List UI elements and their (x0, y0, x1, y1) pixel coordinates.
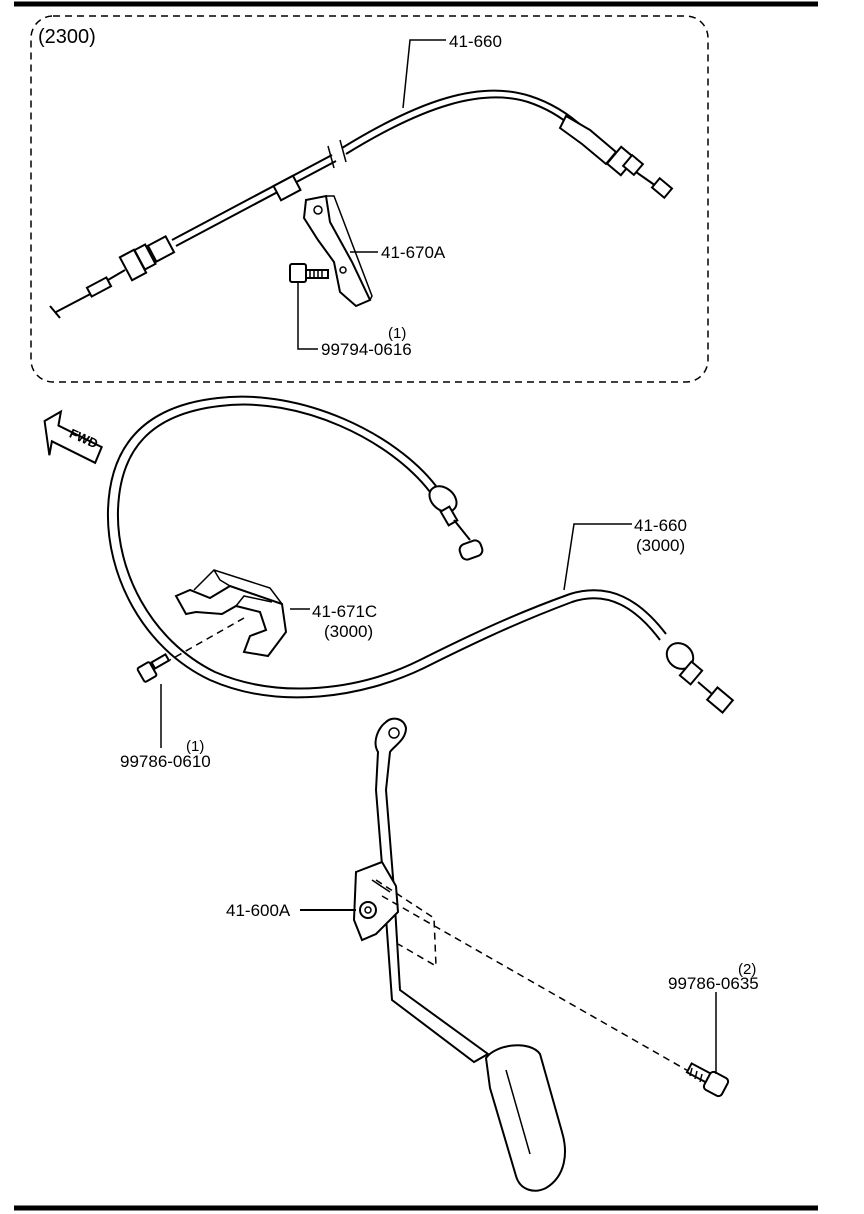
cable-3000 (106, 395, 735, 714)
label-bolt-2300-qty: (1) (388, 325, 406, 342)
label-clip-part: 41-671C (312, 602, 377, 621)
bolt-99786-0635 (685, 1062, 730, 1098)
label-bolt-pedal-part: 99786-0635 (668, 974, 759, 993)
clip-41-671C (174, 569, 288, 658)
label-cable-2300: 41-660 (449, 32, 502, 51)
cable-2300-clip (272, 174, 302, 202)
inset-variant-label: (2300) (38, 26, 96, 48)
inset-2300-group: (2300) (30, 15, 709, 383)
cable-3000-end-pin (458, 539, 484, 561)
bracket-41-670A (302, 194, 373, 308)
leader-cable-3000 (563, 523, 632, 591)
leader-cable-2300 (402, 39, 446, 109)
pedal-bolt-dashed-path (381, 895, 691, 1073)
label-bolt-pedal-qty: (2) (738, 961, 756, 978)
label-cable-3000-variant: (3000) (636, 536, 685, 555)
inset-dashed-border (30, 15, 709, 383)
label-cable-3000-part: 41-660 (634, 516, 687, 535)
pedal-41-600A (352, 717, 566, 1192)
cable-2300-adjuster (118, 235, 176, 282)
bolt-99786-0610 (136, 653, 171, 683)
label-bolt-clip-qty: (1) (186, 738, 204, 755)
label-clip-variant: (3000) (324, 622, 373, 641)
clip-dashed-path (169, 617, 245, 661)
fwd-arrow-icon: FWD (43, 409, 103, 465)
label-bolt-2300-part: 99794-0616 (321, 340, 412, 359)
cable-2300 (49, 89, 674, 319)
label-pedal: 41-600A (226, 901, 291, 920)
label-bolt-clip-part: 99786-0610 (120, 752, 211, 771)
label-bracket: 41-670A (381, 243, 446, 262)
leader-bolt-2300 (297, 282, 318, 350)
bolt-99794-0616 (289, 263, 329, 283)
